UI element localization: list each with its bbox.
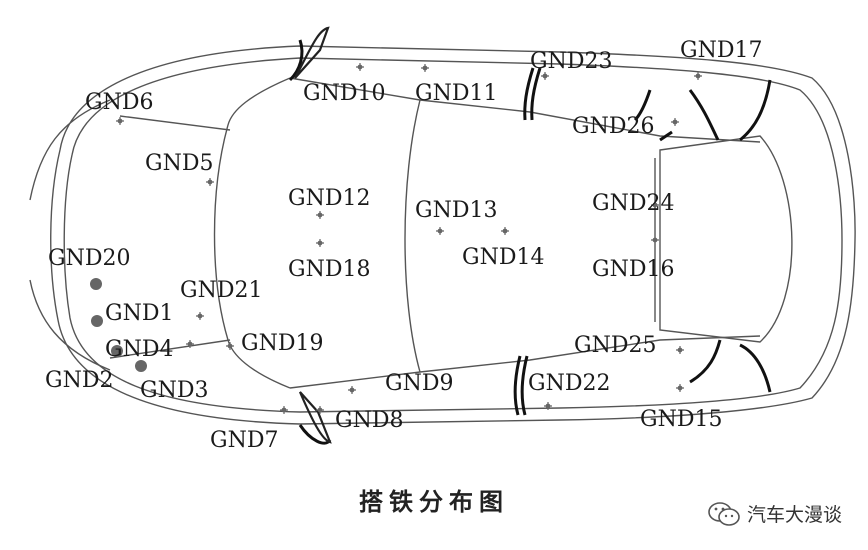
ground-label-gnd1: GND1 [105, 301, 173, 326]
ground-marker-gnd8 [316, 406, 324, 414]
ground-point-gnd15: GND15 [640, 384, 722, 432]
ground-point-gnd5: GND5 [145, 151, 214, 186]
ground-marker-gnd1 [91, 315, 103, 327]
ground-point-gnd8: GND8 [316, 406, 403, 433]
ground-point-gnd10: GND10 [303, 63, 385, 106]
ground-label-gnd4: GND4 [105, 337, 173, 362]
ground-label-gnd15: GND15 [640, 407, 722, 432]
ground-label-gnd26: GND26 [572, 114, 654, 139]
ground-marker-gnd5 [206, 178, 214, 186]
ground-label-gnd22: GND22 [528, 371, 610, 396]
ground-label-gnd24: GND24 [592, 191, 674, 216]
ground-marker-gnd20 [90, 278, 102, 290]
ground-marker-gnd18 [316, 239, 324, 247]
ground-label-gnd16: GND16 [592, 257, 674, 282]
ground-label-gnd21: GND21 [180, 278, 262, 303]
ground-point-gnd2: GND2 [45, 345, 123, 393]
ground-point-gnd12: GND12 [288, 186, 370, 219]
diagram-caption: 搭铁分布图 [359, 488, 509, 516]
ground-marker-gnd4 [186, 340, 194, 348]
ground-point-gnd14: GND14 [462, 227, 544, 270]
ground-label-gnd8: GND8 [335, 408, 403, 433]
ground-label-gnd7: GND7 [210, 428, 278, 453]
ground-point-gnd23: GND23 [530, 49, 612, 80]
ground-marker-gnd19 [226, 342, 234, 350]
ground-point-gnd24: GND24 [592, 191, 674, 216]
ground-marker-gnd23 [541, 72, 549, 80]
ground-marker-gnd6 [116, 117, 124, 125]
ground-label-gnd20: GND20 [48, 246, 130, 271]
ground-point-gnd13: GND13 [415, 198, 497, 235]
ground-label-gnd14: GND14 [462, 245, 544, 270]
ground-marker-gnd12 [316, 211, 324, 219]
body-seam-lines [288, 39, 772, 445]
wechat-icon [708, 501, 740, 526]
ground-point-gnd20: GND20 [48, 246, 130, 290]
ground-label-gnd23: GND23 [530, 49, 612, 74]
ground-marker-gnd24 [651, 201, 659, 209]
ground-marker-gnd14 [501, 227, 509, 235]
ground-point-gnd7: GND7 [210, 406, 288, 453]
ground-label-gnd9: GND9 [385, 371, 453, 396]
ground-label-gnd10: GND10 [303, 81, 385, 106]
ground-marker-gnd10 [356, 63, 364, 71]
car-body-outline [29, 45, 856, 425]
watermark: 汽车大漫谈 [707, 500, 842, 527]
ground-label-gnd25: GND25 [574, 333, 656, 358]
ground-point-gnd17: GND17 [680, 38, 762, 80]
ground-label-gnd2: GND2 [45, 368, 113, 393]
ground-marker-gnd22 [544, 402, 552, 410]
ground-point-gnd9: GND9 [348, 371, 453, 396]
ground-point-gnd18: GND18 [288, 239, 370, 282]
ground-marker-gnd9 [348, 386, 356, 394]
ground-marker-gnd25 [676, 346, 684, 354]
ground-label-gnd18: GND18 [288, 257, 370, 282]
ground-label-gnd6: GND6 [85, 90, 153, 115]
ground-marker-gnd13 [436, 227, 444, 235]
left-mirror [294, 26, 330, 79]
ground-point-gnd21: GND21 [180, 278, 262, 320]
ground-label-gnd3: GND3 [140, 378, 208, 403]
ground-marker-gnd21 [196, 312, 204, 320]
right-mirror [298, 391, 332, 444]
ground-marker-gnd15 [676, 384, 684, 392]
watermark-text: 汽车大漫谈 [746, 504, 842, 526]
ground-point-gnd3: GND3 [135, 360, 208, 403]
ground-marker-gnd7 [280, 406, 288, 414]
ground-marker-gnd3 [135, 360, 147, 372]
ground-point-gnd11: GND11 [415, 64, 497, 106]
ground-point-gnd16: GND16 [592, 236, 674, 282]
ground-point-gnd4: GND4 [105, 337, 194, 362]
ground-point-gnd1: GND1 [91, 301, 173, 327]
ground-point-gnd19: GND19 [226, 331, 323, 356]
ground-label-gnd11: GND11 [415, 81, 497, 106]
ground-point-gnd6: GND6 [85, 90, 153, 125]
ground-marker-gnd17 [694, 72, 702, 80]
ground-point-gnd22: GND22 [528, 371, 610, 410]
ground-label-gnd17: GND17 [680, 38, 762, 63]
ground-marker-gnd2 [111, 345, 123, 357]
ground-label-gnd13: GND13 [415, 198, 497, 223]
ground-point-gnd26: GND26 [572, 114, 679, 139]
ground-label-gnd5: GND5 [145, 151, 213, 176]
ground-label-gnd19: GND19 [241, 331, 323, 356]
ground-marker-gnd16 [651, 236, 659, 244]
ground-label-gnd12: GND12 [288, 186, 370, 211]
ground-marker-gnd26 [671, 118, 679, 126]
ground-marker-gnd11 [421, 64, 429, 72]
ground-point-gnd25: GND25 [574, 333, 684, 358]
